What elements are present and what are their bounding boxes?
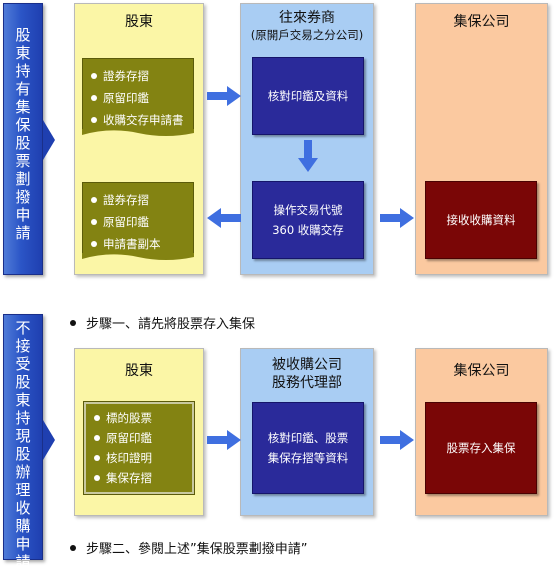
section2-doc: 標的股票 原留印鑑 核印證明 集保存摺 — [83, 401, 195, 495]
doc-wave-icon — [82, 253, 194, 260]
banner-char: 股 — [15, 26, 31, 44]
broker-subtitle: (原開戶交易之分公司) — [250, 28, 364, 42]
bullet-icon — [70, 544, 76, 551]
agent-verify-box: 核對印鑑、股票 集保存摺等資料 — [252, 402, 364, 494]
operate-line2: 360 收購交存 — [272, 223, 344, 237]
bullet-icon — [91, 219, 97, 225]
doc-item: 證券存摺 — [91, 65, 187, 87]
step1-text: 步驟一、請先將股票存入集保 — [86, 317, 256, 332]
arrow-left-icon — [207, 208, 241, 228]
agent-title-line2: 股務代理部 — [272, 375, 342, 391]
broker-title: 往來券商 — [279, 10, 335, 26]
banner-char: 不 — [15, 319, 31, 337]
arrow-down-icon — [298, 140, 318, 172]
doc-item-label: 證券存摺 — [103, 69, 149, 83]
doc-item-label: 原留印鑑 — [103, 91, 149, 105]
banner-char: 理 — [15, 481, 31, 499]
banner-char: 現 — [15, 427, 31, 445]
doc-item: 收購交存申請書 — [91, 109, 187, 131]
doc-item: 證券存摺 — [91, 189, 187, 211]
banner-char: 申 — [15, 535, 31, 553]
banner-char: 接 — [15, 337, 31, 355]
step2-note: 步驟二、參閱上述”集保股票劃撥申請” — [70, 538, 307, 557]
doc-item-label: 證券存摺 — [103, 193, 149, 207]
banner-char: 撥 — [15, 188, 31, 206]
doc-item: 原留印鑑 — [91, 87, 187, 109]
bullet-icon — [91, 241, 97, 247]
banner-char: 有 — [15, 80, 31, 98]
banner-char: 辦 — [15, 463, 31, 481]
banner-char: 股 — [15, 373, 31, 391]
depository-title: 集保公司 — [453, 363, 510, 379]
banner-char: 申 — [15, 206, 31, 224]
section2-banner: 不 接 受 股 東 持 現 股 辦 理 收 購 申 請 — [3, 314, 43, 571]
doc-item-label: 標的股票 — [106, 411, 152, 425]
banner-char: 劃 — [15, 170, 31, 188]
banner-char: 集 — [15, 98, 31, 116]
operate-transaction-box: 操作交易代號 360 收購交存 — [252, 181, 364, 259]
section1-doc-bottom: 證券存摺 原留印鑑 申請書副本 — [82, 182, 194, 254]
receive-label: 接收收購資料 — [446, 213, 516, 227]
bullet-icon — [94, 435, 100, 441]
receive-data-box: 接收收購資料 — [425, 181, 537, 259]
section1-doc-top: 證券存摺 原留印鑑 收購交存申請書 — [82, 58, 194, 130]
bullet-icon — [91, 117, 97, 123]
doc-item: 原留印鑑 — [91, 211, 187, 233]
banner-char: 票 — [15, 152, 31, 170]
doc-item: 集保存摺 — [94, 468, 186, 488]
doc-item-label: 收購交存申請書 — [103, 113, 184, 127]
banner-char: 請 — [15, 224, 31, 242]
arrow-right-icon — [207, 430, 241, 450]
banner-char: 受 — [15, 355, 31, 373]
agent-title-line1: 被收購公司 — [272, 357, 342, 373]
operate-line1: 操作交易代號 — [273, 203, 343, 217]
doc-item-label: 原留印鑑 — [106, 431, 152, 445]
banner-char: 股 — [15, 134, 31, 152]
deposit-label: 股票存入集保 — [446, 441, 516, 455]
bullet-icon — [91, 197, 97, 203]
doc-item-label: 核印證明 — [106, 451, 152, 465]
depository-title: 集保公司 — [453, 14, 510, 30]
deposit-stock-box: 股票存入集保 — [425, 402, 537, 494]
arrow-right-icon — [380, 430, 414, 450]
banner-char: 購 — [15, 517, 31, 535]
banner-char: 東 — [15, 44, 31, 62]
doc-wave-icon — [82, 129, 194, 136]
shareholder-title: 股東 — [125, 363, 153, 379]
bullet-icon — [94, 475, 100, 481]
step2-text: 步驟二、參閱上述”集保股票劃撥申請” — [86, 542, 308, 557]
verify-seal-label: 核對印鑑及資料 — [267, 89, 349, 103]
doc-item: 核印證明 — [94, 448, 186, 468]
doc-item-label: 申請書副本 — [103, 237, 161, 251]
banner-char: 請 — [15, 553, 31, 571]
shareholder-title: 股東 — [125, 14, 153, 30]
section1-banner-pointer — [43, 120, 55, 160]
doc-item: 標的股票 — [94, 408, 186, 428]
arrow-right-icon — [380, 208, 414, 228]
bullet-icon — [91, 73, 97, 79]
bullet-icon — [94, 415, 100, 421]
bullet-icon — [94, 455, 100, 461]
banner-char: 持 — [15, 62, 31, 80]
step1-note: 步驟一、請先將股票存入集保 — [70, 313, 255, 332]
verify-seal-box: 核對印鑑及資料 — [252, 57, 364, 135]
banner-char: 東 — [15, 391, 31, 409]
banner-char: 持 — [15, 409, 31, 427]
doc-item-label: 原留印鑑 — [103, 215, 149, 229]
doc-item: 申請書副本 — [91, 233, 187, 255]
bullet-icon — [70, 319, 76, 326]
banner-char: 收 — [15, 499, 31, 517]
arrow-right-icon — [207, 86, 241, 106]
agent-verify-line1: 核對印鑑、股票 — [267, 431, 349, 445]
section1-banner: 股 東 持 有 集 保 股 票 劃 撥 申 請 — [3, 3, 43, 275]
doc-item-label: 集保存摺 — [106, 471, 152, 485]
bullet-icon — [91, 95, 97, 101]
section2-banner-pointer — [43, 420, 55, 460]
banner-char: 股 — [15, 445, 31, 463]
banner-char: 保 — [15, 116, 31, 134]
doc-item: 原留印鑑 — [94, 428, 186, 448]
agent-verify-line2: 集保存摺等資料 — [267, 451, 349, 465]
